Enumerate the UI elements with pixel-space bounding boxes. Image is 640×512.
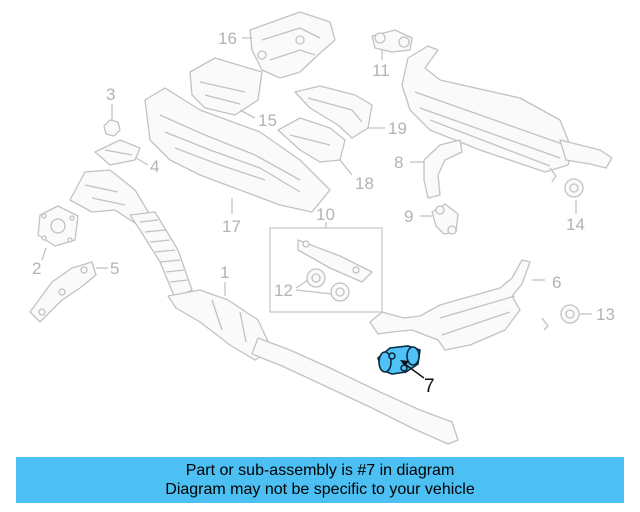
part-4-clamp [94,139,141,166]
part-10-hanger-bracket [297,239,373,283]
callout-8: 8 [394,153,403,172]
callout-7: 7 [424,376,435,397]
callout-1: 1 [220,263,229,282]
part-8-pipe [423,139,463,199]
part-9-clamp [431,203,459,235]
callout-11: 11 [372,61,390,80]
part-6-center-muffler [369,259,549,351]
part-17-floor-heat-shield [144,87,331,213]
part-rear-muffler [401,45,613,183]
callout-14: 14 [566,215,585,234]
part-16-heat-shield [249,11,336,79]
callout-4: 4 [150,157,159,176]
part-15-heat-shield [189,57,263,116]
callout-2: 2 [32,259,41,278]
banner-line-1: Part or sub-assembly is #7 in diagram [185,462,455,479]
callout-13: 13 [596,305,615,324]
part-3-nut [103,119,121,137]
callout-9: 9 [404,207,413,226]
callout-6: 6 [552,273,561,292]
part-5-bracket [29,261,97,323]
callout-19: 19 [388,119,407,138]
part-13-rubber-mount [560,304,580,324]
parts-diagram: 16 11 15 19 18 17 3 4 [29,11,615,445]
info-banner: Part or sub-assembly is #7 in diagram Di… [16,457,624,503]
callout-12: 12 [274,281,293,300]
callout-16: 16 [218,29,237,48]
callout-7-arrowhead [400,360,409,366]
callout-3: 3 [106,85,115,104]
part-14-rubber-mount [564,178,584,198]
callout-18: 18 [355,174,374,193]
callout-10: 10 [316,205,335,224]
part-manifold-pipe [69,169,193,299]
part-1-front-pipe [167,289,459,445]
callout-15: 15 [258,111,277,130]
banner-line-2: Diagram may not be specific to your vehi… [165,481,475,498]
part-11-bracket [371,29,413,53]
part-2-gasket [37,205,79,247]
part-18-heat-shield [277,117,346,163]
callout-5: 5 [110,259,119,278]
callout-17: 17 [222,217,241,236]
part-12-rubber-mount [306,268,350,302]
